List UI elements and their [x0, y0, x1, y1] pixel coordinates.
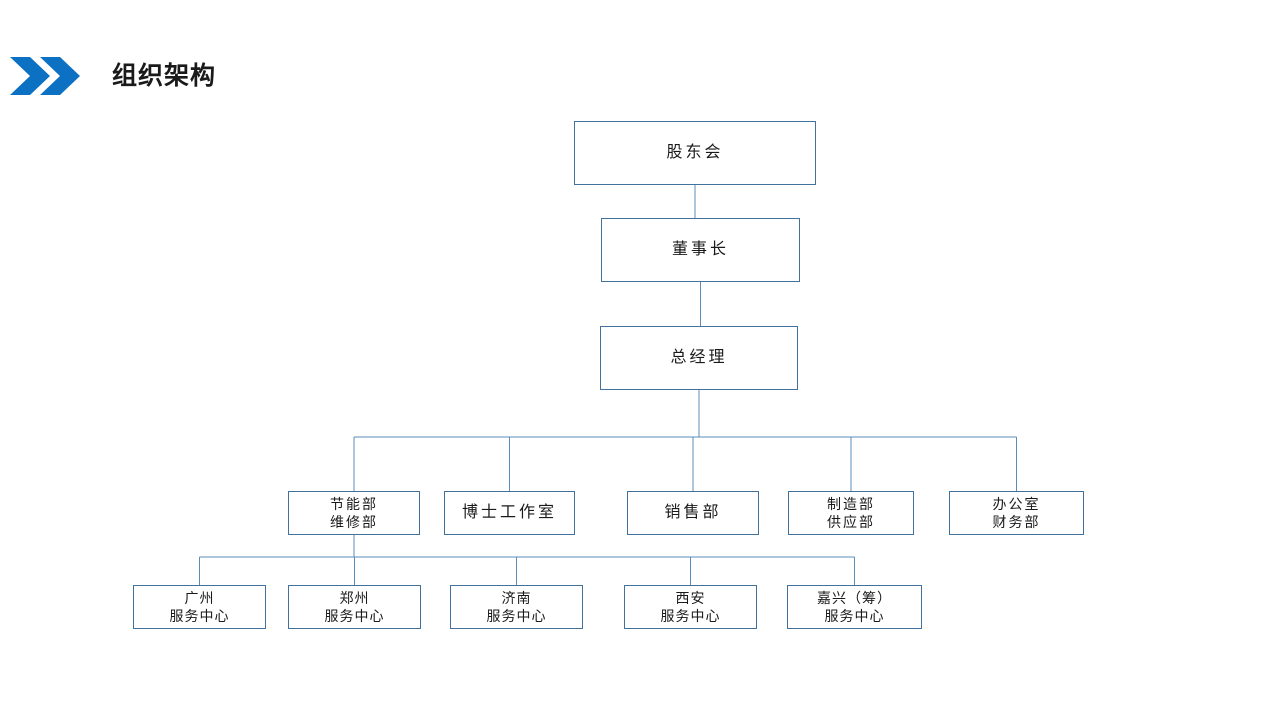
org-node-jinan-center[interactable]: 济南服务中心 — [450, 585, 583, 629]
page-title: 组织架构 — [112, 62, 217, 90]
org-node-label: 服务中心 — [324, 608, 385, 624]
double-chevron-right-icon — [10, 55, 88, 102]
org-node-chairman[interactable]: 董事长 — [601, 218, 800, 282]
org-node-label: 节能部 — [330, 496, 378, 512]
org-node-label: 西安 — [675, 590, 706, 606]
org-node-shareholders[interactable]: 股东会 — [574, 121, 816, 185]
org-node-label: 办公室 — [992, 496, 1041, 512]
org-node-jiaxing-center[interactable]: 嘉兴（筹） 服务中心 — [787, 585, 922, 629]
title-bar: 组织架构 — [0, 48, 1280, 104]
org-node-label: 董事长 — [671, 241, 729, 258]
org-node-label: 维修部 — [330, 514, 378, 530]
org-node-label: 销售部 — [664, 504, 722, 521]
org-node-guangzhou-center[interactable]: 广州服务中心 — [133, 585, 266, 629]
org-node-label: 服务中心 — [824, 608, 885, 624]
org-node-label: 博士工作室 — [461, 504, 557, 521]
org-node-label: 供应部 — [827, 514, 875, 530]
org-node-general-manager[interactable]: 总经理 — [600, 326, 798, 390]
org-node-label: 股东会 — [666, 144, 724, 161]
org-node-label: 财务部 — [992, 514, 1041, 530]
org-node-energy-maintenance[interactable]: 节能部维修部 — [288, 491, 420, 535]
org-node-label: 服务中心 — [169, 608, 230, 624]
org-node-xian-center[interactable]: 西安服务中心 — [624, 585, 757, 629]
org-node-label: 广州 — [184, 590, 215, 606]
org-node-label: 济南 — [501, 590, 532, 606]
org-node-label: 服务中心 — [660, 608, 721, 624]
org-node-manufacturing-supply[interactable]: 制造部供应部 — [788, 491, 914, 535]
org-node-doctoral-studio[interactable]: 博士工作室 — [444, 491, 575, 535]
org-node-label: 服务中心 — [486, 608, 547, 624]
org-node-sales[interactable]: 销售部 — [627, 491, 759, 535]
org-node-label: 制造部 — [827, 496, 875, 512]
org-node-office-finance[interactable]: 办公室财务部 — [949, 491, 1084, 535]
org-node-label: 总经理 — [670, 349, 728, 366]
org-node-label: 郑州 — [339, 590, 370, 606]
org-node-label: 嘉兴（筹） — [817, 590, 892, 606]
org-node-zhengzhou-center[interactable]: 郑州服务中心 — [288, 585, 421, 629]
